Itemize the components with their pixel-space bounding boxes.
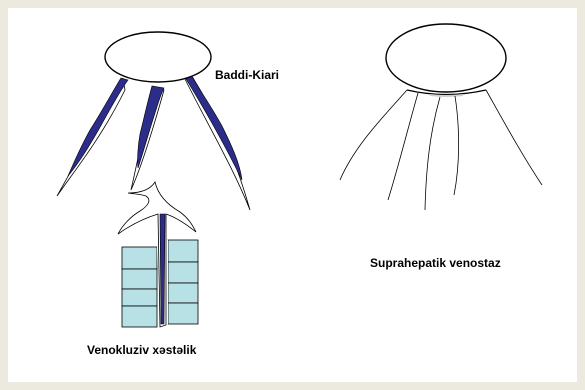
middle-hepatic-vein-thrombus	[138, 86, 164, 168]
label-suprahepatik-venostaz: Suprahepatik venostaz	[370, 256, 501, 270]
vein-line-5	[486, 90, 542, 185]
lobule-cell	[122, 247, 157, 269]
lobule-cell	[168, 240, 198, 262]
right-diagram	[340, 24, 542, 210]
lobule-cell	[168, 283, 198, 303]
vena-cava-ellipse-right	[386, 24, 506, 92]
left-hepatic-vein-thrombus	[68, 78, 128, 176]
lobule-cell	[122, 306, 157, 327]
hepatic-outflow-highlight	[430, 95, 463, 96]
lobule-cell	[168, 303, 198, 324]
lobule-cell	[122, 289, 157, 306]
label-venokluziv: Venokluziv xəstəlik	[87, 343, 196, 357]
label-baddi-kiari: Baddi-Kiari	[215, 68, 279, 82]
vena-cava-ellipse-left	[105, 32, 211, 82]
vein-line-1	[340, 90, 407, 180]
lobule-cell	[122, 269, 157, 289]
lobule-cell	[168, 262, 198, 283]
right-hepatic-vein-outline	[183, 75, 250, 210]
vein-line-4	[454, 96, 459, 195]
vein-line-3	[425, 97, 440, 210]
occluded-central-vein	[160, 214, 165, 324]
vein-line-2	[388, 93, 418, 200]
